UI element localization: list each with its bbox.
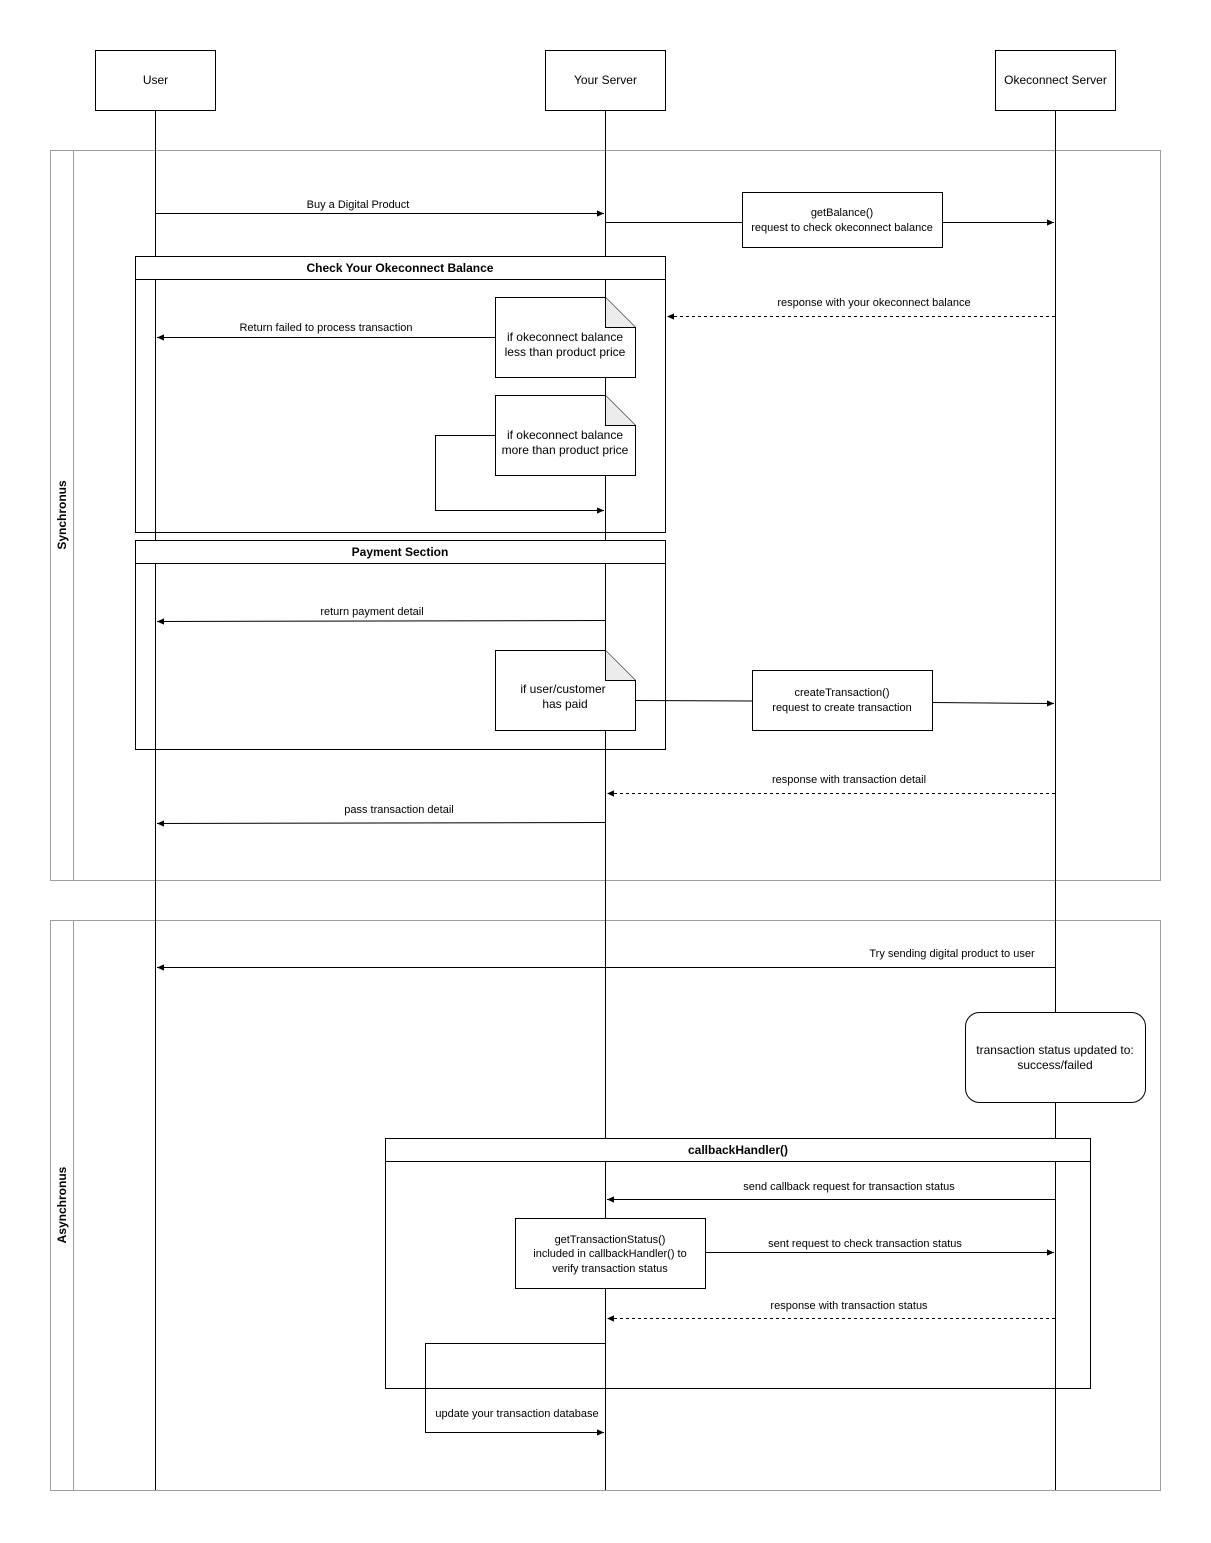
message-response-status: response with transaction status [607, 1300, 1055, 1322]
note-balance-more: if okeconnect balance more than product … [435, 395, 636, 514]
status-updated-line2: success/failed [1017, 1058, 1092, 1072]
message-try-sending: Try sending digital product to user [157, 948, 1055, 971]
note-user-paid: if user/customer has paid [495, 650, 636, 731]
message-return-failed-label: Return failed to process transaction [239, 322, 412, 334]
group-check-balance-title: Check Your Okeconnect Balance [307, 261, 494, 275]
participant-user-label: User [143, 73, 168, 87]
note-balance-more-line1: if okeconnect balance [507, 428, 623, 442]
message-return-failed: Return failed to process transaction [157, 322, 495, 341]
message-try-sending-label: Try sending digital product to user [869, 948, 1035, 960]
group-payment-title: Payment Section [352, 545, 449, 559]
group-check-balance: Check Your Okeconnect Balance [135, 256, 666, 533]
note-balance-more-line2: more than product price [502, 443, 629, 457]
message-check-status-label: sent request to check transaction status [768, 1238, 962, 1250]
message-buy-product: Buy a Digital Product [156, 199, 604, 217]
message-response-status-label: response with transaction status [770, 1300, 928, 1312]
get-balance-box-line2: request to check okeconnect balance [751, 222, 933, 234]
participant-your-server: Your Server [545, 50, 666, 111]
asynchronous-label: Asynchronus [55, 1166, 69, 1243]
message-pass-transaction-detail: pass transaction detail [156, 804, 606, 827]
message-return-payment-detail: return payment detail [156, 606, 606, 625]
message-create-transaction: createTransaction() request to create tr… [634, 670, 1055, 731]
status-updated-box: transaction status updated to: success/f… [965, 1012, 1146, 1103]
message-check-status: sent request to check transaction status… [515, 1218, 1054, 1289]
get-status-box-line2: included in callbackHandler() to [533, 1248, 686, 1260]
participant-okeconnect-server: Okeconnect Server [995, 50, 1116, 111]
note-user-paid-line1: if user/customer [520, 682, 605, 696]
group-payment-section: Payment Section [135, 540, 666, 750]
message-update-database-label: update your transaction database [435, 1408, 598, 1420]
create-transaction-box-line1: createTransaction() [795, 687, 890, 699]
message-buy-product-label: Buy a Digital Product [307, 199, 410, 211]
message-response-transaction-detail: response with transaction detail [607, 774, 1055, 797]
synchronous-label: Synchronus [55, 480, 69, 550]
get-balance-box-line1: getBalance() [811, 207, 873, 219]
message-response-transaction-detail-label: response with transaction detail [772, 774, 926, 786]
group-callback-handler: callbackHandler() [385, 1138, 1091, 1389]
note-balance-less-line1: if okeconnect balance [507, 330, 623, 344]
create-transaction-box-line2: request to create transaction [772, 702, 911, 714]
participant-user: User [95, 50, 216, 111]
note-balance-less-line2: less than product price [505, 345, 626, 359]
message-return-payment-detail-label: return payment detail [320, 606, 423, 618]
group-callback-title: callbackHandler() [688, 1143, 788, 1157]
participant-your-server-label: Your Server [574, 73, 637, 87]
get-status-box-line1: getTransactionStatus() [555, 1234, 666, 1246]
get-status-box-line3: verify transaction status [552, 1263, 668, 1275]
participant-okeconnect-label: Okeconnect Server [1004, 73, 1107, 87]
status-updated-line1: transaction status updated to: [976, 1043, 1133, 1057]
message-send-callback-label: send callback request for transaction st… [743, 1181, 955, 1193]
message-get-balance: getBalance() request to check okeconnect… [606, 192, 1054, 248]
message-pass-transaction-detail-label: pass transaction detail [344, 804, 453, 816]
message-update-database: update your transaction database [425, 1343, 605, 1436]
message-response-balance: response with your okeconnect balance [667, 297, 1055, 320]
note-balance-less: if okeconnect balance less than product … [495, 297, 636, 378]
note-user-paid-line2: has paid [542, 697, 587, 711]
message-response-balance-label: response with your okeconnect balance [777, 297, 970, 309]
message-send-callback: send callback request for transaction st… [607, 1181, 1055, 1203]
